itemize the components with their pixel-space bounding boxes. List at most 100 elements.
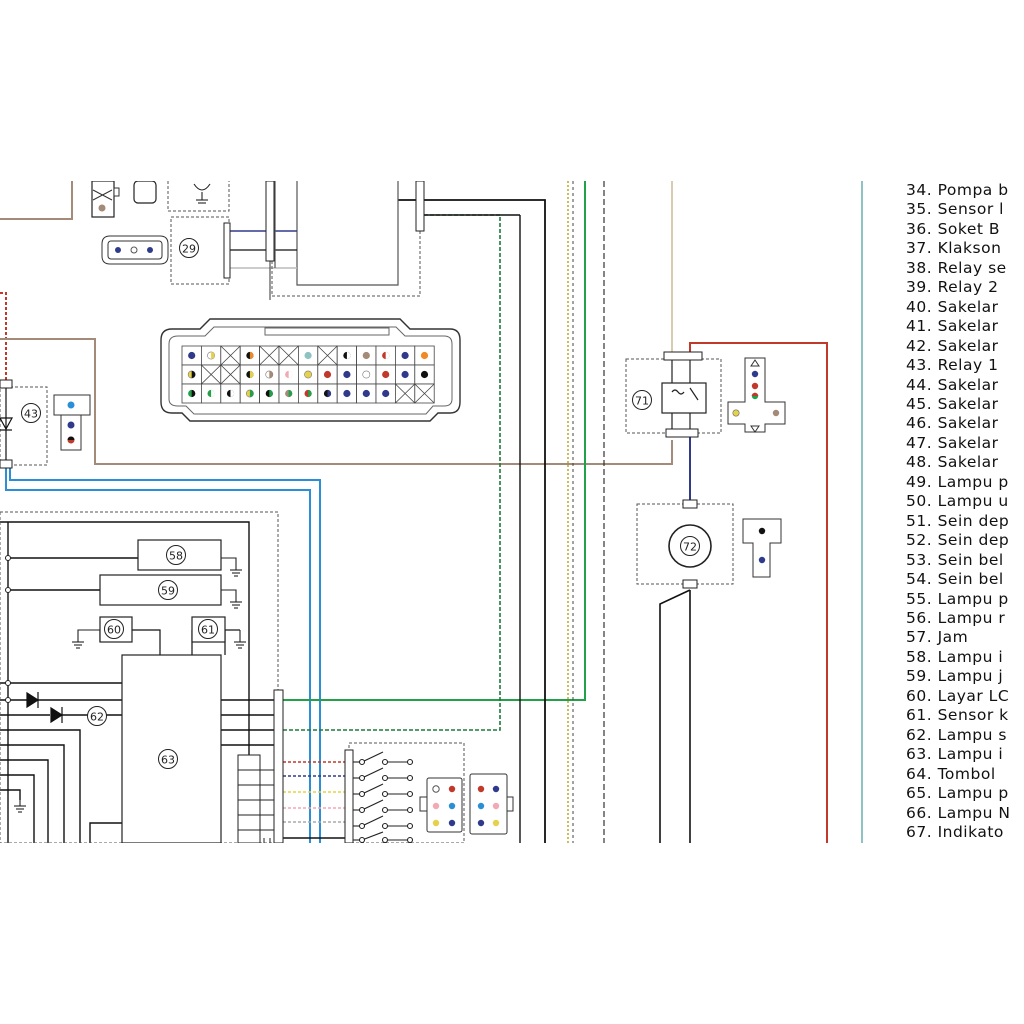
connector-pin bbox=[181, 383, 202, 404]
component-boxes bbox=[91, 181, 226, 843]
diagram-area: 29 43 58 59 60 61 62 63 71 72 bbox=[0, 181, 863, 843]
legend-item: 45. Sakelar bbox=[906, 394, 999, 413]
connector-pin bbox=[356, 364, 377, 385]
ground-left bbox=[14, 800, 26, 813]
strip-71-top bbox=[663, 351, 703, 361]
main-connector-slot bbox=[264, 327, 390, 336]
legend-item: 46. Sakelar bbox=[906, 414, 999, 433]
connector-pin bbox=[278, 345, 299, 366]
legend-item: 53. Sein bel bbox=[906, 550, 1004, 569]
box-top-comp bbox=[91, 181, 115, 218]
relay-71-symbol bbox=[661, 360, 707, 429]
wire-black-box bbox=[398, 199, 546, 843]
connector-pin bbox=[356, 345, 377, 366]
legend-item: 67. Indikato bbox=[906, 822, 1004, 841]
legend-item: 64. Tombol bbox=[906, 764, 996, 783]
connector-pin bbox=[317, 383, 338, 404]
main-connector-inner bbox=[168, 326, 453, 415]
wires bbox=[0, 181, 863, 843]
legend-item: 40. Sakelar bbox=[906, 297, 999, 316]
legend-item: 59. Lampu j bbox=[906, 667, 1004, 686]
connector-pin bbox=[239, 383, 260, 404]
wire-blue-a bbox=[5, 466, 311, 843]
connector-pin bbox=[220, 364, 241, 385]
connector-pin bbox=[200, 383, 222, 404]
label-43-text: 43 bbox=[24, 408, 38, 421]
strip-top-a bbox=[265, 181, 275, 262]
connector-pin bbox=[375, 364, 396, 385]
dot-2 bbox=[5, 587, 11, 593]
connector-43 bbox=[53, 394, 91, 451]
connector-pin bbox=[200, 345, 222, 366]
ground-61 bbox=[234, 630, 246, 649]
legend-item: 39. Relay 2 bbox=[906, 278, 999, 297]
connector-pin bbox=[181, 345, 202, 366]
strip-43-bot bbox=[0, 459, 13, 469]
legend-item: 66. Lampu N bbox=[906, 803, 1011, 822]
legend-item: 60. Layar LC bbox=[906, 686, 1010, 705]
wire-blue-b bbox=[9, 466, 321, 843]
strip-ticks bbox=[238, 769, 274, 843]
wire-panel-790 bbox=[0, 789, 21, 800]
legend-item: 61. Sensor k bbox=[906, 706, 1009, 725]
strip-43-top bbox=[0, 379, 13, 389]
label-61-text: 61 bbox=[201, 624, 215, 637]
connector-pin bbox=[414, 383, 435, 404]
label-29: 29 bbox=[179, 238, 199, 258]
legend-item: 36. Soket B bbox=[906, 219, 1000, 238]
connector-pin bbox=[297, 364, 319, 385]
wire-black-72-a bbox=[659, 589, 691, 843]
connector-switch-b bbox=[469, 773, 514, 835]
switch-5 bbox=[353, 815, 414, 830]
switch-1 bbox=[353, 751, 414, 766]
label-72: 72 bbox=[680, 536, 700, 556]
wire-dgreen-dashed bbox=[283, 214, 501, 731]
connector-pin bbox=[200, 364, 222, 385]
legend-item: 49. Lampu p bbox=[906, 472, 1009, 491]
legend-item: 52. Sein dep bbox=[906, 531, 1010, 550]
legend-item: 48. Sakelar bbox=[906, 453, 999, 472]
connector-pin bbox=[317, 364, 338, 385]
ground-59 bbox=[221, 589, 242, 609]
connector-pin bbox=[356, 383, 377, 404]
connector-pin bbox=[336, 383, 358, 404]
component-labels: 29 43 58 59 60 61 62 63 71 72 bbox=[21, 238, 700, 769]
connector-pin bbox=[414, 364, 435, 385]
wire-panel-745 bbox=[0, 744, 65, 843]
label-59-text: 59 bbox=[161, 585, 175, 598]
ground-top bbox=[193, 183, 211, 204]
connector-pin bbox=[336, 345, 358, 366]
ground-58 bbox=[221, 557, 242, 577]
legend-item: 44. Sakelar bbox=[906, 375, 999, 394]
legend-item: 51. Sein dep bbox=[906, 511, 1010, 530]
connector-strips bbox=[0, 181, 703, 843]
label-58-text: 58 bbox=[169, 550, 183, 563]
connector-pin bbox=[220, 345, 241, 366]
connector-pin bbox=[259, 364, 280, 385]
connector-pin bbox=[394, 345, 416, 366]
legend-item: 42. Sakelar bbox=[906, 336, 999, 355]
box-top-conn bbox=[167, 181, 230, 212]
junction-dots bbox=[5, 555, 11, 703]
connector-pin bbox=[278, 364, 299, 385]
connector-pin bbox=[375, 383, 396, 404]
grounds bbox=[14, 183, 246, 813]
legend-item: 62. Lampu s bbox=[906, 725, 1007, 744]
diode-62a bbox=[26, 691, 40, 709]
main-connector-pins bbox=[181, 345, 435, 404]
connector-switch-a bbox=[419, 777, 463, 833]
dashed-boxes bbox=[0, 181, 734, 843]
legend-item: 41. Sakelar bbox=[906, 317, 999, 336]
diodes bbox=[0, 388, 64, 724]
connector-pin bbox=[220, 383, 241, 404]
strip-29 bbox=[223, 222, 231, 279]
connector-pin bbox=[259, 345, 280, 366]
connector-pin bbox=[297, 383, 319, 404]
wire-box-top bbox=[296, 181, 399, 286]
legend-item: 58. Lampu i bbox=[906, 647, 1004, 666]
box-63 bbox=[121, 654, 222, 843]
legend-item: 37. Klakson bbox=[906, 239, 1002, 258]
legend-item: 35. Sensor l bbox=[906, 200, 1004, 219]
